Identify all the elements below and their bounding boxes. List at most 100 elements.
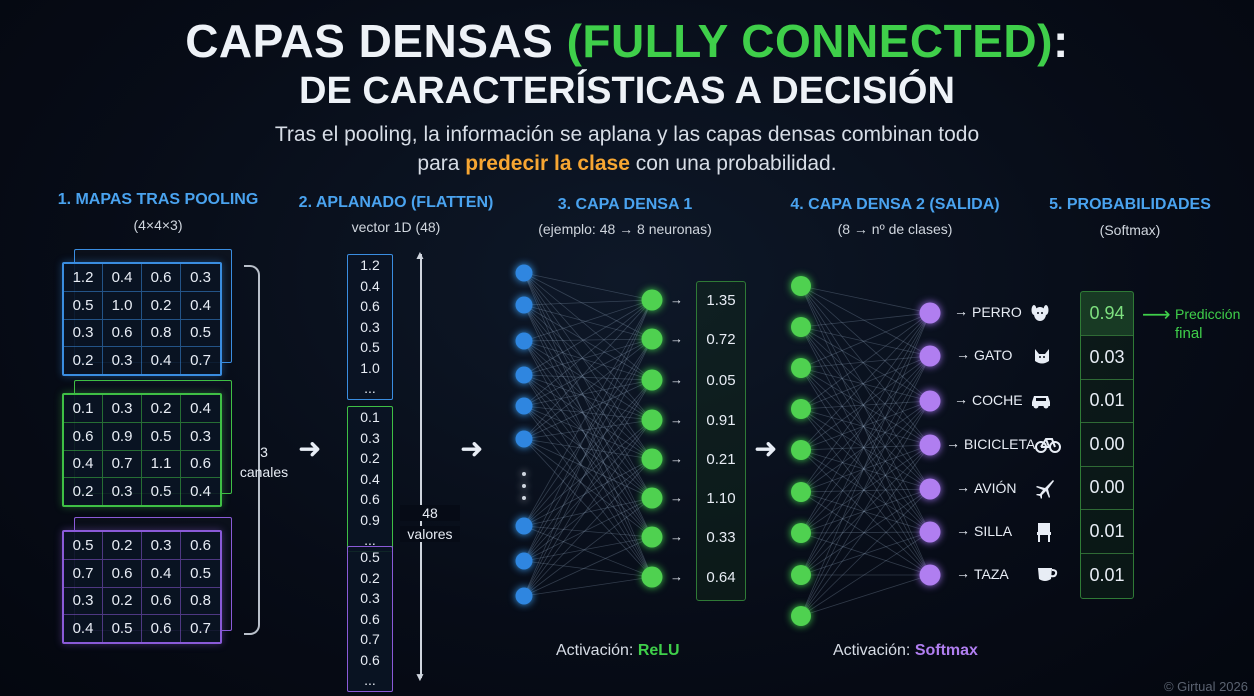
connection-line [523, 374, 653, 499]
map-cell: 0.5 [64, 532, 103, 560]
connection-line [523, 536, 653, 562]
down-arrow-icon: ▼ [414, 670, 426, 684]
map-cell: 0.5 [142, 478, 181, 505]
connection-line [800, 312, 931, 576]
input-neuron [515, 552, 533, 570]
car-icon [1029, 390, 1055, 412]
flatten-value: ... [364, 380, 376, 396]
class-label: GATO [974, 347, 1013, 363]
map-cell: 0.9 [103, 422, 142, 451]
arrow-icon: ➜ [298, 433, 322, 464]
flatten-value: ... [364, 532, 376, 548]
connection-line [800, 326, 931, 357]
map-cell: 0.2 [64, 478, 103, 505]
connection-line [800, 488, 931, 576]
flatten-value: 0.6 [360, 491, 380, 507]
map-cell: 0.3 [103, 347, 142, 374]
connection-line [800, 400, 931, 493]
connection-line [523, 438, 653, 578]
connection-line [523, 340, 653, 460]
connection-line [800, 326, 931, 533]
connection-line [523, 299, 653, 306]
cup-icon [1035, 564, 1061, 586]
connection-line [523, 374, 653, 421]
arrow-icon: → [670, 292, 683, 307]
connection-line [800, 444, 931, 534]
section-4-title: 4. CAPA DENSA 2 (SALIDA) [790, 196, 1000, 213]
arrow-icon: ➜ [754, 433, 778, 464]
input-neuron [515, 296, 533, 314]
connection-line [800, 285, 931, 490]
connection-line [523, 405, 653, 421]
connection-line [523, 379, 653, 527]
output-neuron [919, 521, 941, 543]
ellipsis-dot [522, 472, 526, 476]
connection-line [800, 400, 931, 451]
connection-line [523, 272, 653, 340]
connection-line [523, 379, 653, 562]
connection-line [800, 532, 931, 576]
connection-line [523, 374, 653, 381]
map-cell: 0.5 [103, 615, 142, 642]
connection-line [523, 338, 653, 562]
arrow-icon: ➜ [460, 433, 484, 464]
section-2-title: 2. APLANADO (FLATTEN) [298, 194, 494, 211]
connection-line [523, 536, 653, 597]
map-cell: 0.4 [142, 559, 181, 588]
connection-line [523, 374, 653, 538]
map-cell: 0.6 [64, 422, 103, 451]
flatten-value: 0.6 [360, 610, 380, 627]
input-neuron [515, 430, 533, 448]
connection-line [800, 326, 931, 490]
connection-line [523, 438, 653, 460]
connection-line [800, 408, 931, 490]
probability-value: 0.94 [1081, 292, 1133, 336]
connection-line [800, 312, 931, 617]
arrow-icon: → [670, 569, 683, 584]
connection-line [523, 299, 653, 342]
section-1-title: 1. MAPAS TRAS POOLING [57, 191, 259, 208]
map-cell: 0.4 [64, 450, 103, 479]
arrow-icon: → [956, 479, 970, 495]
connection-line [523, 525, 653, 538]
dense1-output-value: 0.64 [706, 569, 736, 586]
map-cell: 0.3 [181, 423, 220, 451]
connection-line [800, 355, 931, 493]
dense1-neuron [641, 409, 663, 431]
flatten-value: ... [364, 672, 376, 688]
connection-line [523, 304, 653, 381]
connection-line [800, 285, 931, 533]
map-cell: 1.0 [103, 291, 142, 320]
flatten-value: 0.6 [360, 651, 380, 668]
connection-line [800, 367, 931, 533]
map-cell: 0.2 [142, 395, 181, 423]
connection-line [800, 312, 931, 369]
connection-line [800, 312, 931, 493]
connection-line [523, 458, 653, 597]
connection-line [523, 525, 653, 578]
channels-count: 3 [260, 444, 268, 460]
flatten-value: 0.3 [360, 318, 380, 335]
map-cell: 0.6 [103, 559, 142, 588]
map-cell: 0.4 [142, 347, 181, 374]
airplane-icon [1033, 478, 1059, 500]
probability-value: 0.01 [1089, 564, 1125, 585]
prediction-label-2: final [1175, 325, 1203, 342]
connection-line [800, 488, 931, 534]
dense1-output-value: 1.35 [706, 292, 736, 309]
connection-line [523, 338, 653, 597]
connection-line [523, 497, 653, 562]
map-cell: 0.7 [190, 620, 211, 638]
map-cell: 0.4 [64, 615, 103, 642]
class-label: COCHE [972, 392, 1023, 408]
input-neuron [515, 587, 533, 605]
dense2-input-neuron [791, 276, 811, 296]
copyright: © Girtual 2026 [1163, 679, 1248, 694]
connection-line [523, 405, 653, 499]
map-cell: 0.4 [181, 292, 220, 320]
dense1-neuron [641, 566, 663, 588]
map-cell: 0.7 [103, 450, 142, 479]
connection-line [523, 419, 653, 562]
section-1-sub: (4×4×3) [133, 217, 183, 233]
